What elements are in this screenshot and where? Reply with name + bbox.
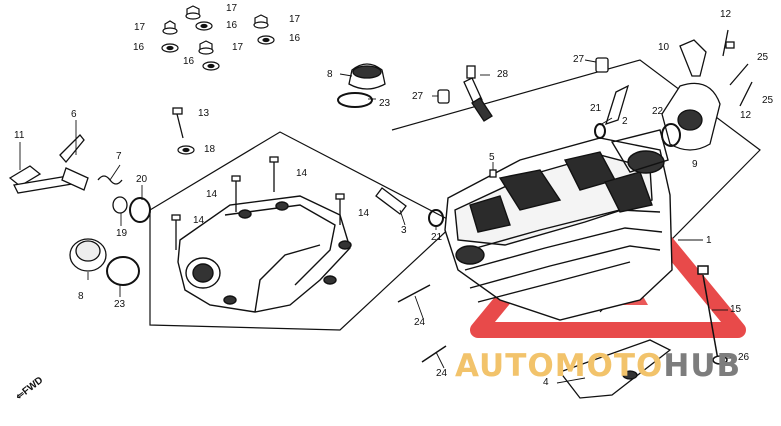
intake-pipe-parts: [375, 84, 630, 227]
callout-16-d: 16: [183, 56, 195, 67]
callout-11: 11: [14, 130, 25, 141]
callout-17-c: 17: [289, 14, 301, 25]
callout-16-b: 16: [133, 42, 145, 53]
watermark-part2: HUB: [663, 348, 742, 384]
callout-20: 20: [136, 174, 148, 185]
callout-23-left: 23: [114, 299, 126, 310]
callout-28: 28: [497, 69, 509, 80]
dowel-pins: [437, 57, 609, 104]
head-cover-outline-box: [149, 131, 457, 331]
callout-17-a: 17: [226, 3, 238, 14]
watermark-text: AUTOMOTOHUB: [455, 348, 741, 384]
callout-3: 3: [401, 225, 407, 236]
callout-21-b: 21: [431, 232, 443, 243]
callout-12-right: 12: [740, 110, 752, 121]
callout-4: 4: [543, 377, 549, 388]
callout-19: 19: [116, 228, 128, 239]
callout-14-b: 14: [206, 189, 218, 200]
callout-24-a: 24: [414, 317, 426, 328]
callout-7: 7: [116, 151, 122, 162]
callout-12-top: 12: [720, 9, 732, 20]
callout-21-a: 21: [590, 103, 602, 114]
callout-17-d: 17: [232, 42, 244, 53]
callout-23-top: 23: [379, 98, 391, 109]
cylinder-head-cover: [177, 195, 352, 313]
tensioner-assembly: [8, 134, 151, 223]
callout-10: 10: [658, 42, 670, 53]
callout-16-a: 16: [226, 20, 238, 31]
callout-2: 2: [622, 116, 628, 127]
callout-25-a: 25: [757, 52, 769, 63]
cap-nut-group: [161, 5, 275, 155]
callout-14-c: 14: [296, 168, 308, 179]
callout-15: 15: [730, 304, 742, 315]
callout-18: 18: [204, 144, 216, 155]
callout-14-a: 14: [193, 215, 205, 226]
callout-27-b: 27: [412, 91, 424, 102]
callout-25-b: 25: [762, 95, 774, 106]
cylinder-head: [444, 129, 673, 321]
callout-16-c: 16: [289, 33, 301, 44]
callout-1: 1: [706, 235, 712, 246]
gasket: [558, 339, 672, 399]
callout-6: 6: [71, 109, 77, 120]
callout-22: 22: [652, 106, 664, 117]
leader-lines: [19, 59, 735, 384]
watermark-part1: AUTOMOTO: [455, 348, 664, 384]
callout-8-top: 8: [327, 69, 333, 80]
callout-24-b: 24: [436, 368, 448, 379]
callout-26: 26: [738, 352, 750, 363]
callout-27-a: 27: [573, 54, 585, 65]
bolt-14-group: [171, 107, 345, 250]
callout-17-b: 17: [134, 22, 146, 33]
spark-plug: [463, 65, 493, 122]
studs: [397, 265, 728, 365]
callout-5: 5: [489, 152, 495, 163]
callout-9: 9: [692, 159, 698, 170]
sealing-cap-top: [337, 63, 386, 108]
callout-13: 13: [198, 108, 210, 119]
callout-14-d: 14: [358, 208, 370, 219]
sealing-cap-left: [69, 238, 140, 286]
callout-8-left: 8: [78, 291, 84, 302]
intake-bracket: [661, 29, 753, 151]
